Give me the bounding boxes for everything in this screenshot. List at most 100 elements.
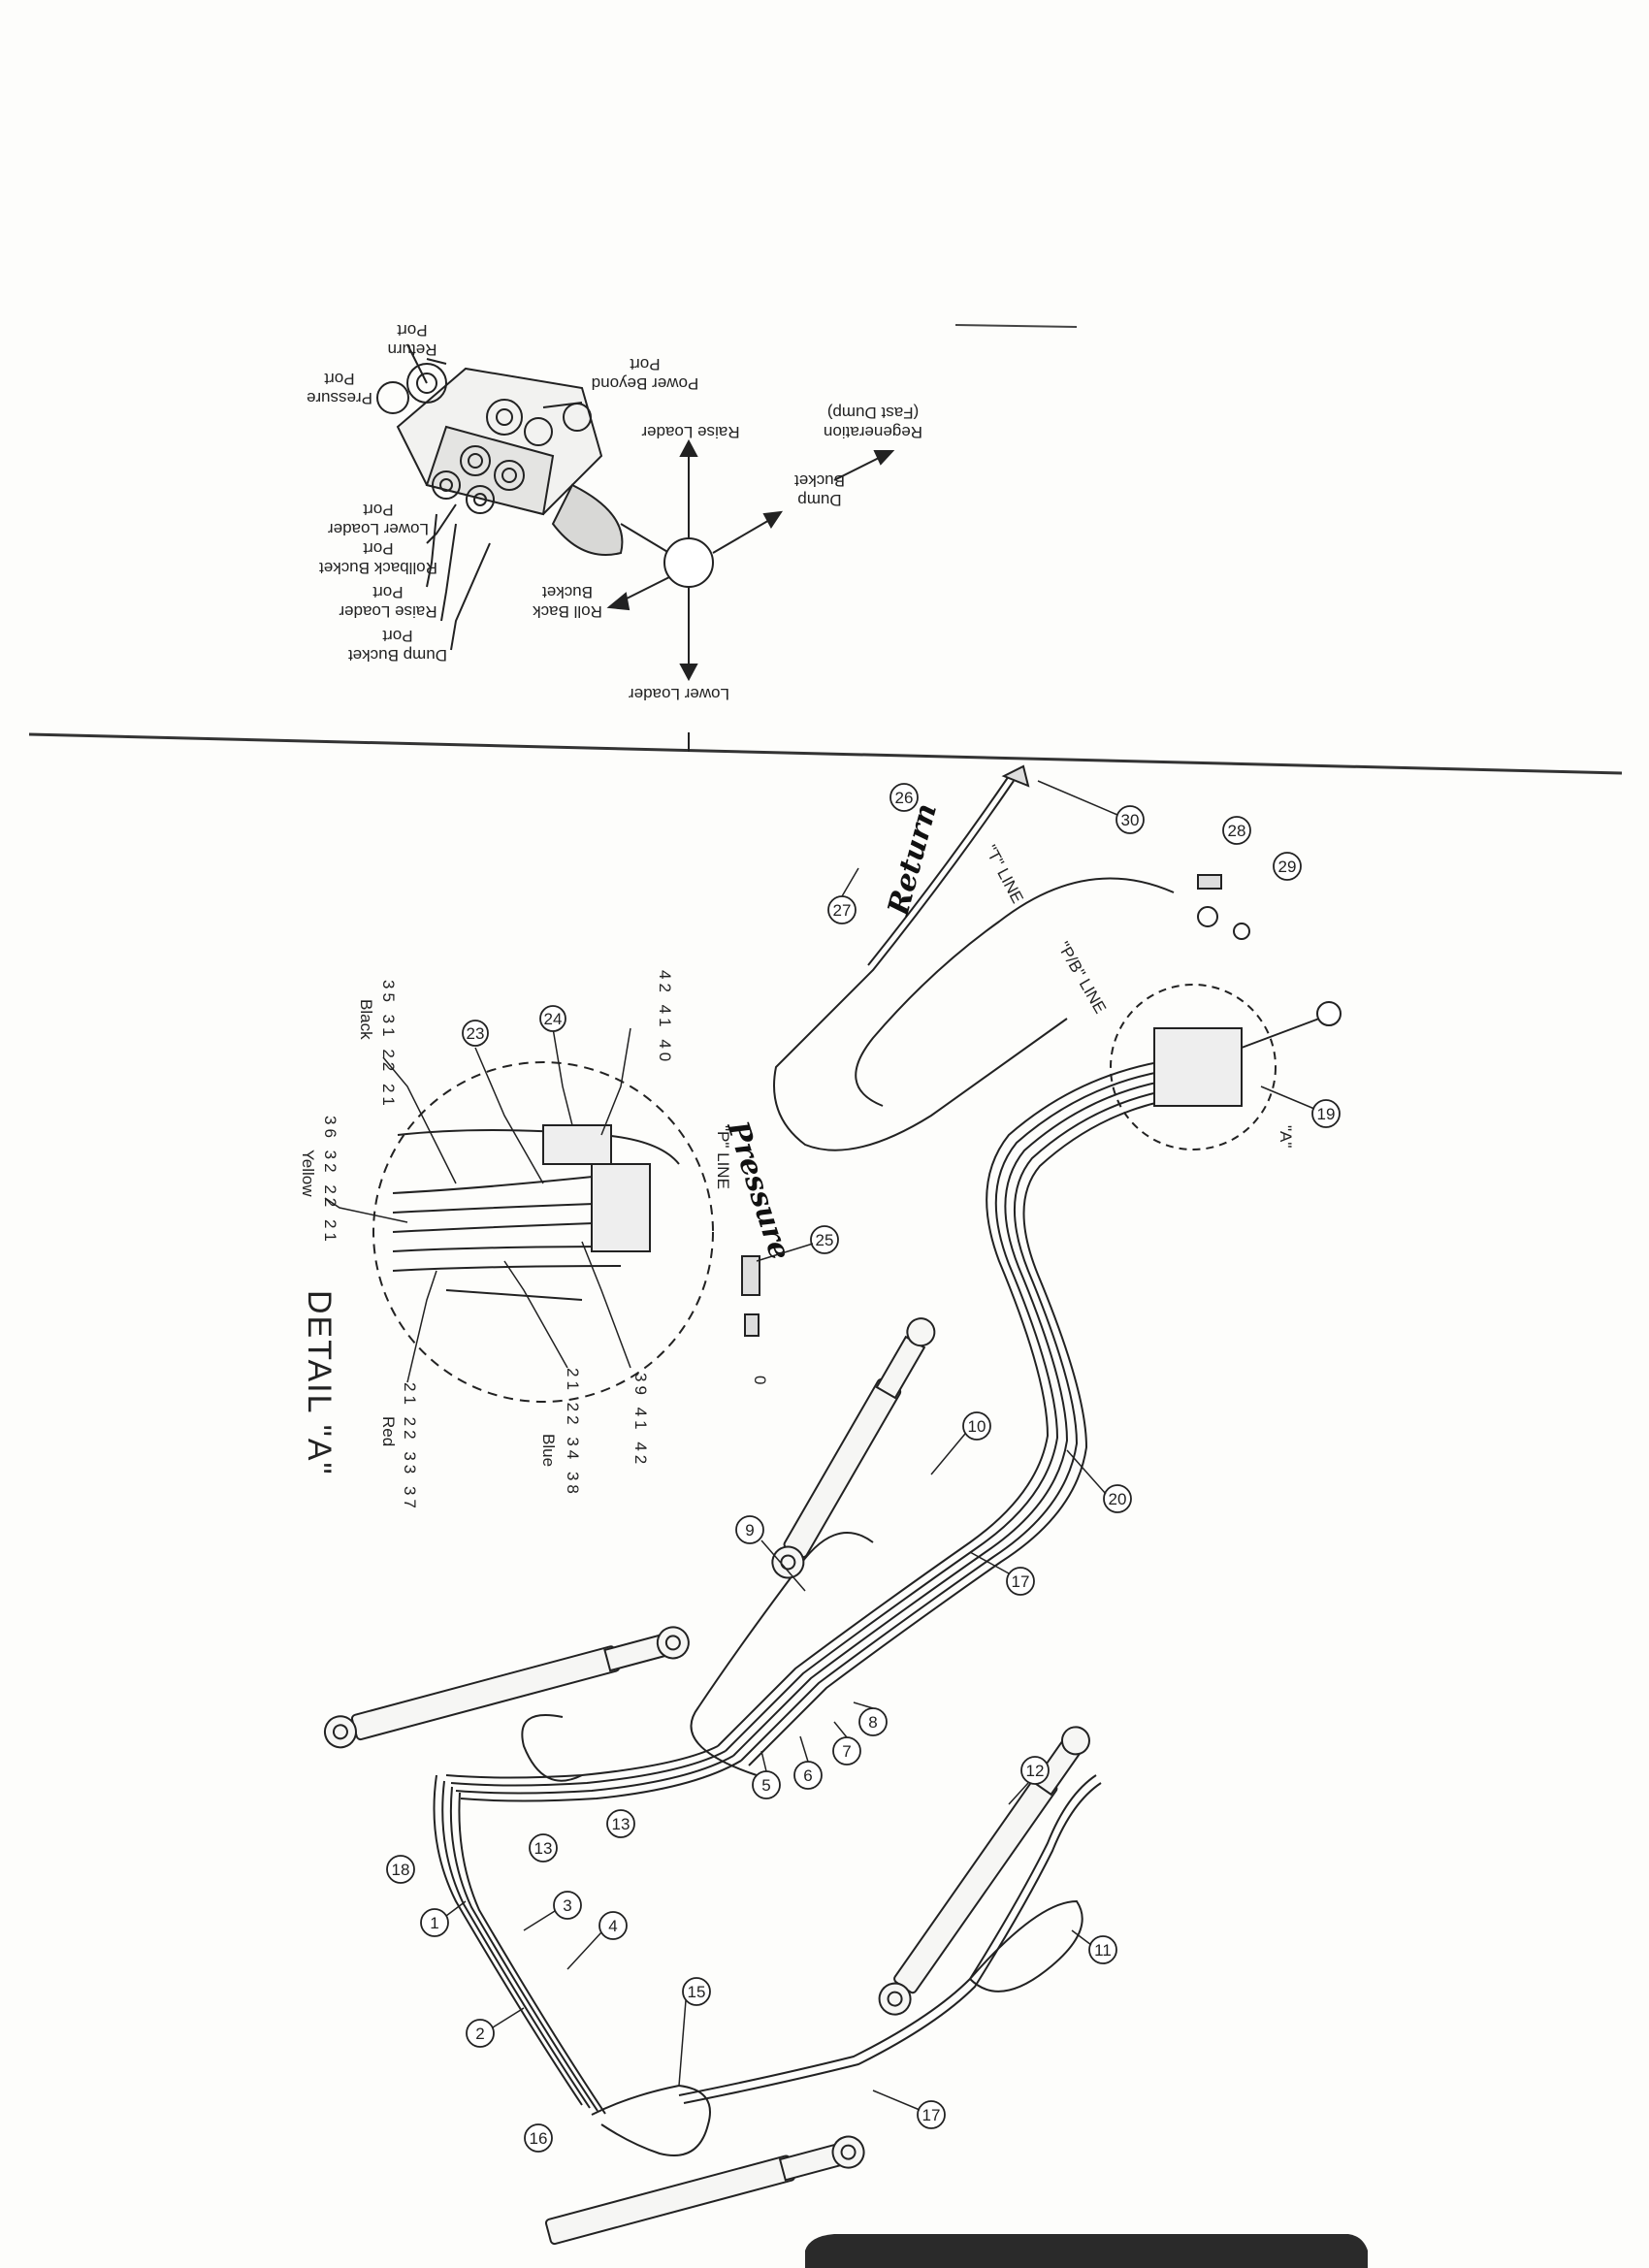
svg-text:12: 12: [1026, 1762, 1045, 1780]
svg-text:17: 17: [1012, 1572, 1030, 1591]
top-group-numbers: 42 41 40: [656, 970, 674, 1065]
svg-text:8: 8: [868, 1713, 877, 1732]
detail-a-labels: DETAIL "A" 35 31 22 21 Black 36 32 22 21…: [299, 970, 674, 1512]
yellow-group-numbers: 36 32 22 21: [321, 1116, 340, 1246]
lower-loader-port-label-l1: Lower Loader: [328, 520, 429, 538]
callout-23: 23: [462, 1020, 489, 1047]
callout-4: 4: [598, 1911, 628, 1940]
callout-30: 30: [1116, 805, 1145, 834]
svg-text:29: 29: [1278, 858, 1297, 876]
svg-text:30: 30: [1121, 811, 1140, 829]
svg-text:15: 15: [688, 1983, 706, 2001]
dump-bucket-direction-label-l2: Bucket: [794, 471, 845, 490]
svg-text:4: 4: [608, 1917, 617, 1935]
pressure-port-label-l1: Pressure: [307, 389, 372, 407]
handwritten-return: Return: [882, 800, 944, 920]
svg-text:18: 18: [392, 1861, 410, 1879]
return-port-label-l1: Return: [387, 340, 436, 359]
dump-bucket-port-label-l1: Dump Bucket: [348, 646, 447, 664]
red-color-label: Red: [379, 1416, 398, 1446]
joystick-labels: Raise Loader Lower Loader Roll Back Buck…: [307, 321, 922, 703]
svg-text:10: 10: [968, 1417, 986, 1436]
rollback-bucket-port-label-l1: Rollback Bucket: [319, 559, 437, 577]
callout-19: 19: [1311, 1099, 1341, 1128]
svg-text:25: 25: [816, 1231, 834, 1249]
dump-bucket-port-label-l2: Port: [382, 627, 412, 645]
callout-24: 24: [539, 1005, 566, 1032]
rollback-bucket-port-label-l2: Port: [363, 539, 393, 558]
lower-loader-port-label-l2: Port: [363, 501, 393, 519]
detail-a-marker-label: "A": [1277, 1125, 1295, 1148]
raise-loader-direction-label: Raise Loader: [641, 423, 739, 441]
blue-group-numbers: 21 22 34 38: [564, 1368, 582, 1498]
svg-text:7: 7: [842, 1742, 851, 1761]
callout-17a: 17: [1006, 1567, 1035, 1596]
svg-text:28: 28: [1228, 822, 1246, 840]
regeneration-label-l2: (Fast Dump): [827, 404, 919, 422]
divider-line: [28, 732, 1623, 775]
p-line-label: "P" LINE: [714, 1125, 732, 1189]
callout-29: 29: [1273, 852, 1302, 881]
callout-25: 25: [810, 1225, 839, 1254]
svg-text:2: 2: [475, 2025, 484, 2043]
detail-a-title: DETAIL "A": [301, 1290, 338, 1476]
raise-loader-port-label-l2: Port: [372, 583, 403, 601]
svg-text:6: 6: [803, 1766, 812, 1785]
return-port-label-l2: Port: [397, 321, 427, 340]
callout-2: 2: [466, 2019, 495, 2048]
detail-a-circle: [372, 1061, 714, 1403]
svg-text:24: 24: [544, 1010, 563, 1028]
callout-3: 3: [553, 1891, 582, 1920]
t-line-label: "T" LINE: [981, 842, 1026, 906]
callout-11: 11: [1088, 1935, 1117, 1964]
cylinders: [323, 1317, 1090, 2246]
callout-10: 10: [962, 1411, 991, 1441]
svg-text:13: 13: [612, 1815, 630, 1833]
t-line-hose: [773, 780, 1068, 1151]
yellow-color-label: Yellow: [299, 1150, 317, 1197]
pb-line-hose: [855, 877, 1175, 1107]
callout-9: 9: [735, 1515, 764, 1544]
callout-7: 7: [832, 1736, 861, 1766]
callout-12: 12: [1020, 1756, 1050, 1785]
callout-27: 27: [827, 895, 857, 924]
hose-line-labels: "T" LINE "P/B" LINE "P" LINE "A" 0: [714, 842, 1295, 1385]
valve-detail-marker: [1110, 984, 1342, 1150]
callout-leaders: [445, 780, 1315, 2111]
callout-1: 1: [420, 1908, 449, 1937]
svg-text:11: 11: [1094, 1941, 1112, 1960]
red-group-numbers: 21 22 33 37: [401, 1382, 419, 1512]
fitting-zero-label: 0: [751, 1376, 769, 1384]
handwritten-pressure: Pressure: [720, 1117, 796, 1264]
svg-text:1: 1: [430, 1914, 438, 1932]
footer-bar: [805, 2234, 1368, 2268]
callout-6: 6: [793, 1761, 823, 1790]
regeneration-label-l1: Regeneration: [824, 423, 922, 441]
black-color-label: Black: [357, 999, 375, 1040]
pb-line-label: "P/B" LINE: [1054, 939, 1110, 1018]
callout-balloons: 1 2 3 4 5 6 7 8 9 10 11 12 13 13 15 16 1…: [386, 783, 1341, 2153]
svg-text:19: 19: [1317, 1105, 1336, 1123]
callout-8: 8: [858, 1707, 888, 1736]
svg-text:27: 27: [833, 901, 852, 920]
callout-15: 15: [682, 1977, 711, 2006]
svg-text:3: 3: [563, 1896, 571, 1915]
callout-20: 20: [1103, 1484, 1132, 1513]
fittings: [741, 764, 1250, 1337]
callout-5: 5: [752, 1770, 781, 1799]
svg-text:20: 20: [1109, 1490, 1127, 1508]
power-beyond-port-label-l1: Power Beyond: [592, 374, 699, 393]
svg-text:23: 23: [467, 1024, 485, 1043]
joystick-valve-illustration: [376, 343, 895, 752]
roll-back-bucket-label-l1: Roll Back: [533, 602, 602, 621]
detail-leader-lines: [324, 1027, 631, 1383]
callout-28: 28: [1222, 816, 1251, 845]
hose-routing: [433, 775, 1194, 2156]
pressure-port-label-l2: Port: [324, 370, 354, 388]
right-group-numbers: 39 41 42: [631, 1373, 650, 1468]
svg-text:9: 9: [745, 1521, 754, 1539]
blue-color-label: Blue: [539, 1434, 558, 1467]
svg-text:13: 13: [534, 1839, 553, 1858]
roll-back-bucket-label-l2: Bucket: [542, 583, 593, 601]
svg-text:5: 5: [761, 1776, 770, 1795]
